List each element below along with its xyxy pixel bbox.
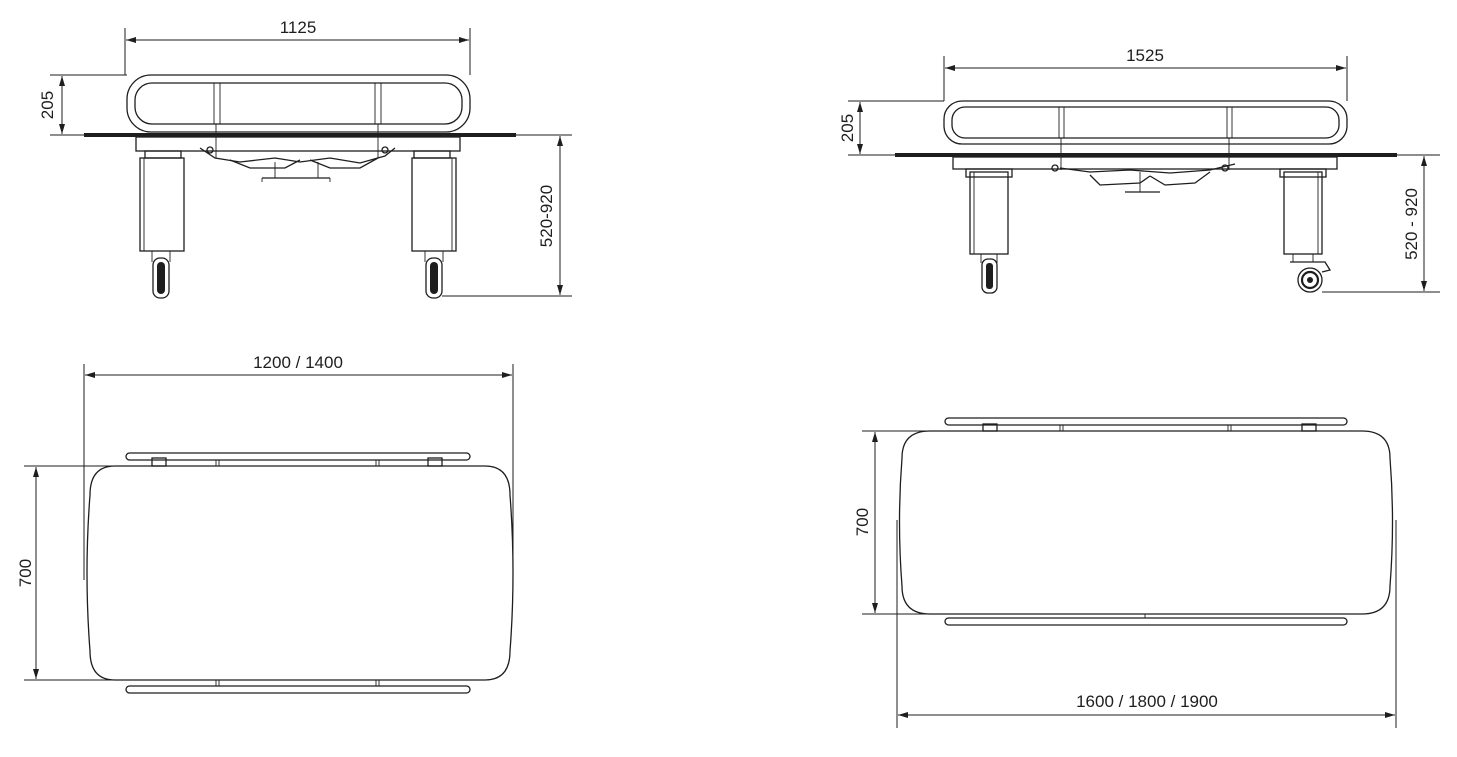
right-column <box>411 150 457 299</box>
dimension-width: 1125 <box>124 18 471 75</box>
table-top <box>895 153 1397 170</box>
dimension-label: 1200 / 1400 <box>253 353 343 372</box>
rail-top <box>125 452 471 467</box>
dimension-label: 520 - 920 <box>1402 188 1421 260</box>
lift-mechanism <box>199 146 396 182</box>
dimension-label: 205 <box>838 114 857 142</box>
dimension-label: 700 <box>853 508 872 536</box>
table-top-outline <box>86 465 514 681</box>
dimension-label: 520-920 <box>537 185 556 247</box>
table-top-outline <box>898 430 1394 615</box>
dimension-rail-height: 205 <box>838 100 944 156</box>
dimension-label: 1600 / 1800 / 1900 <box>1076 692 1218 711</box>
rail-bottom <box>125 680 471 694</box>
side-view: 1525 205 520 - 920 <box>838 46 1440 294</box>
dimension-label: 700 <box>16 559 35 587</box>
dimension-rail-height: 205 <box>38 74 127 136</box>
top-view-short: 1200 / 1400 700 <box>16 353 514 694</box>
side-rail <box>943 100 1348 170</box>
dimension-label: 1525 <box>1126 46 1164 65</box>
dimension-width: 700 <box>853 430 930 615</box>
dimension-label: 205 <box>38 91 57 119</box>
dimension-length: 1200 / 1400 <box>83 353 514 580</box>
left-column <box>139 150 185 299</box>
dimension-width: 1525 <box>943 46 1348 101</box>
dimension-height-range: 520-920 <box>442 134 572 297</box>
top-view-long: 1600 / 1800 / 1900 700 <box>853 417 1397 728</box>
rail-top <box>944 417 1348 432</box>
dimension-length: 1600 / 1800 / 1900 <box>896 520 1397 728</box>
dimension-label: 1125 <box>280 18 317 37</box>
dimension-width: 700 <box>16 465 115 681</box>
lift-mechanism <box>1051 163 1236 193</box>
rail-bottom <box>944 614 1348 626</box>
front-end-view: 1125 205 520-920 <box>38 18 572 299</box>
dimension-height-range: 520 - 920 <box>1322 154 1440 293</box>
right-column <box>1279 168 1332 293</box>
side-rail <box>126 74 471 158</box>
table-top <box>84 133 516 152</box>
left-column <box>965 168 1013 294</box>
